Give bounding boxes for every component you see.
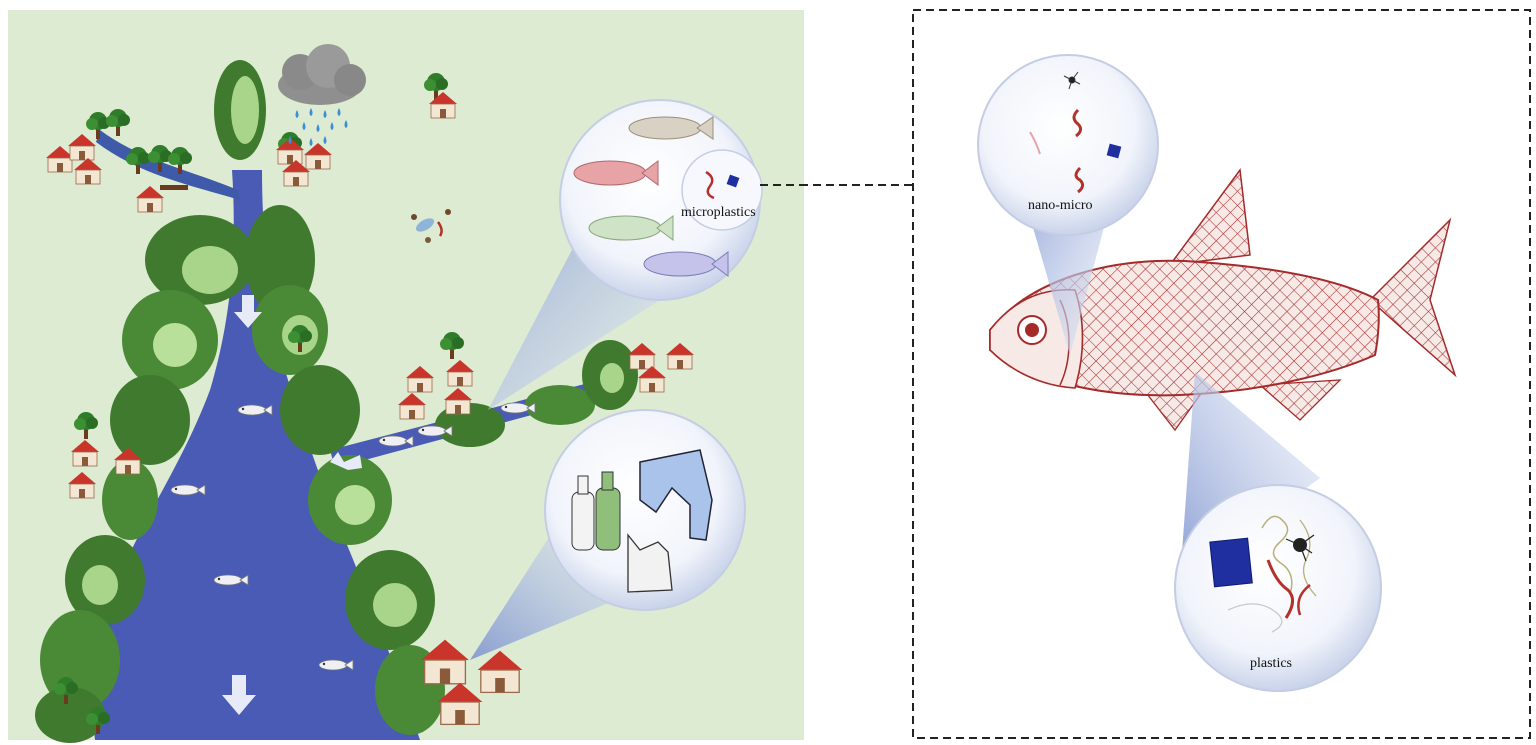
blue-film-icon <box>1209 537 1253 588</box>
bubble-fish-2 <box>573 160 659 186</box>
bubble-fish-4 <box>643 251 729 277</box>
plastic-bag-icon <box>627 533 673 593</box>
fish-anal-fin <box>1258 379 1342 421</box>
landscape-panel <box>8 10 804 743</box>
label-microplastics: microplastics <box>681 205 756 220</box>
river <box>93 170 420 740</box>
fish-illustration <box>989 168 1457 432</box>
bubble-nano-micro <box>977 54 1159 236</box>
bubble-plastic-waste <box>544 409 746 611</box>
fiber-cluster-icon <box>1063 71 1081 90</box>
litter-icon <box>411 209 451 243</box>
bubble-fish-microplastics <box>559 99 763 301</box>
bubble-plastics <box>1174 484 1382 692</box>
fish-panel <box>912 9 1531 739</box>
flow-arrow-3 <box>330 452 362 470</box>
rain-cloud-icon <box>278 44 366 146</box>
fish-tail-fin <box>1368 217 1457 378</box>
flow-arrow-1 <box>234 295 262 328</box>
upper-stream <box>96 130 240 200</box>
forest-left-bank <box>35 60 266 743</box>
forest-right-bank <box>245 205 638 735</box>
label-nano-micro: nano-micro <box>1028 198 1093 213</box>
fish-dorsal-fin <box>1168 168 1251 266</box>
fish-body <box>989 259 1380 397</box>
label-plastics: plastics <box>1250 656 1292 671</box>
flow-arrows <box>222 295 362 715</box>
microplastics-inset <box>681 149 763 231</box>
bubble-fish-1 <box>628 116 714 140</box>
fiber-tangle-icon <box>1285 534 1315 562</box>
bottle-icon <box>571 471 621 551</box>
jeans-icon <box>639 449 713 541</box>
flow-arrow-2 <box>222 675 256 715</box>
bubble-fish-3 <box>588 215 674 241</box>
magnifier-cone-gills <box>1025 200 1110 355</box>
